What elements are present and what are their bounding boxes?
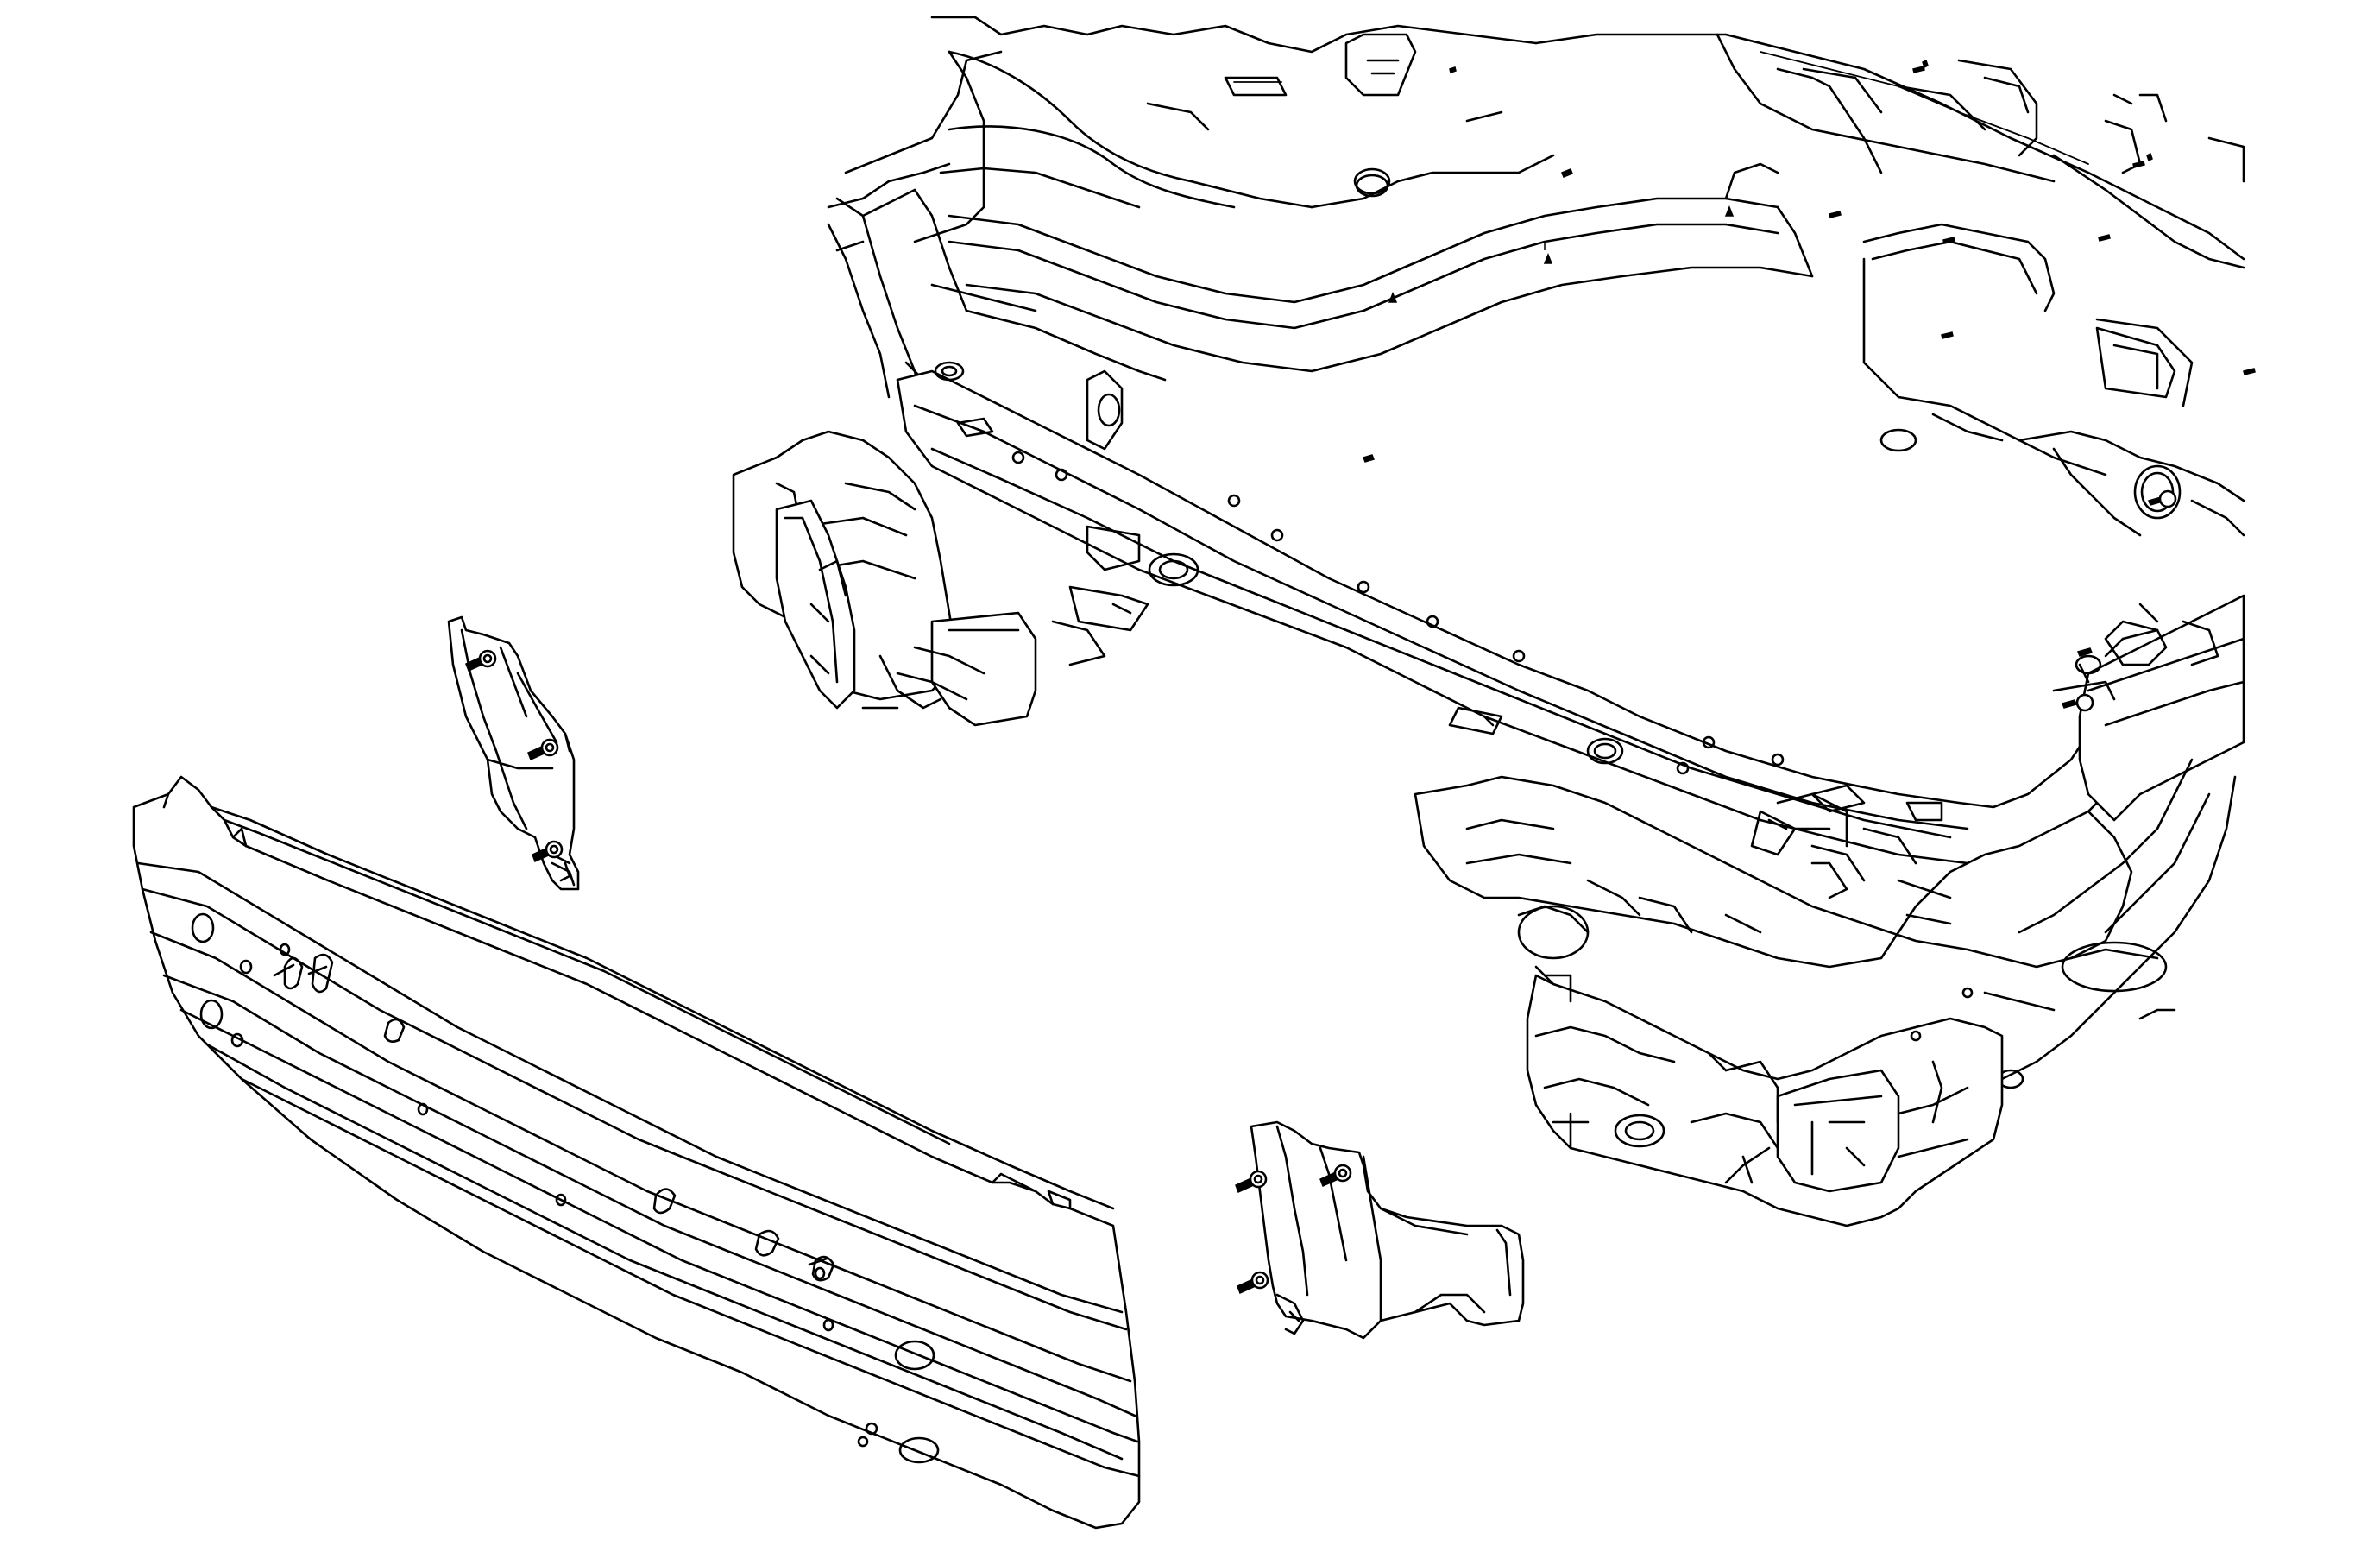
right-bracket-stud bbox=[1235, 1170, 1268, 1194]
vehicle-body-front-structure bbox=[732, 16, 2256, 1227]
left-bracket-stud bbox=[527, 738, 559, 761]
left-bracket-stud bbox=[465, 649, 497, 672]
left-bracket-stud bbox=[532, 840, 564, 863]
right-bumper-bracket bbox=[1235, 1120, 1525, 1340]
firewall-studs bbox=[1362, 59, 2256, 463]
bumper-reinforcement-bar bbox=[132, 775, 1141, 1530]
left-bumper-bracket bbox=[447, 615, 580, 891]
right-bracket-stud bbox=[1237, 1271, 1269, 1295]
right-bracket-stud bbox=[1319, 1164, 1352, 1188]
